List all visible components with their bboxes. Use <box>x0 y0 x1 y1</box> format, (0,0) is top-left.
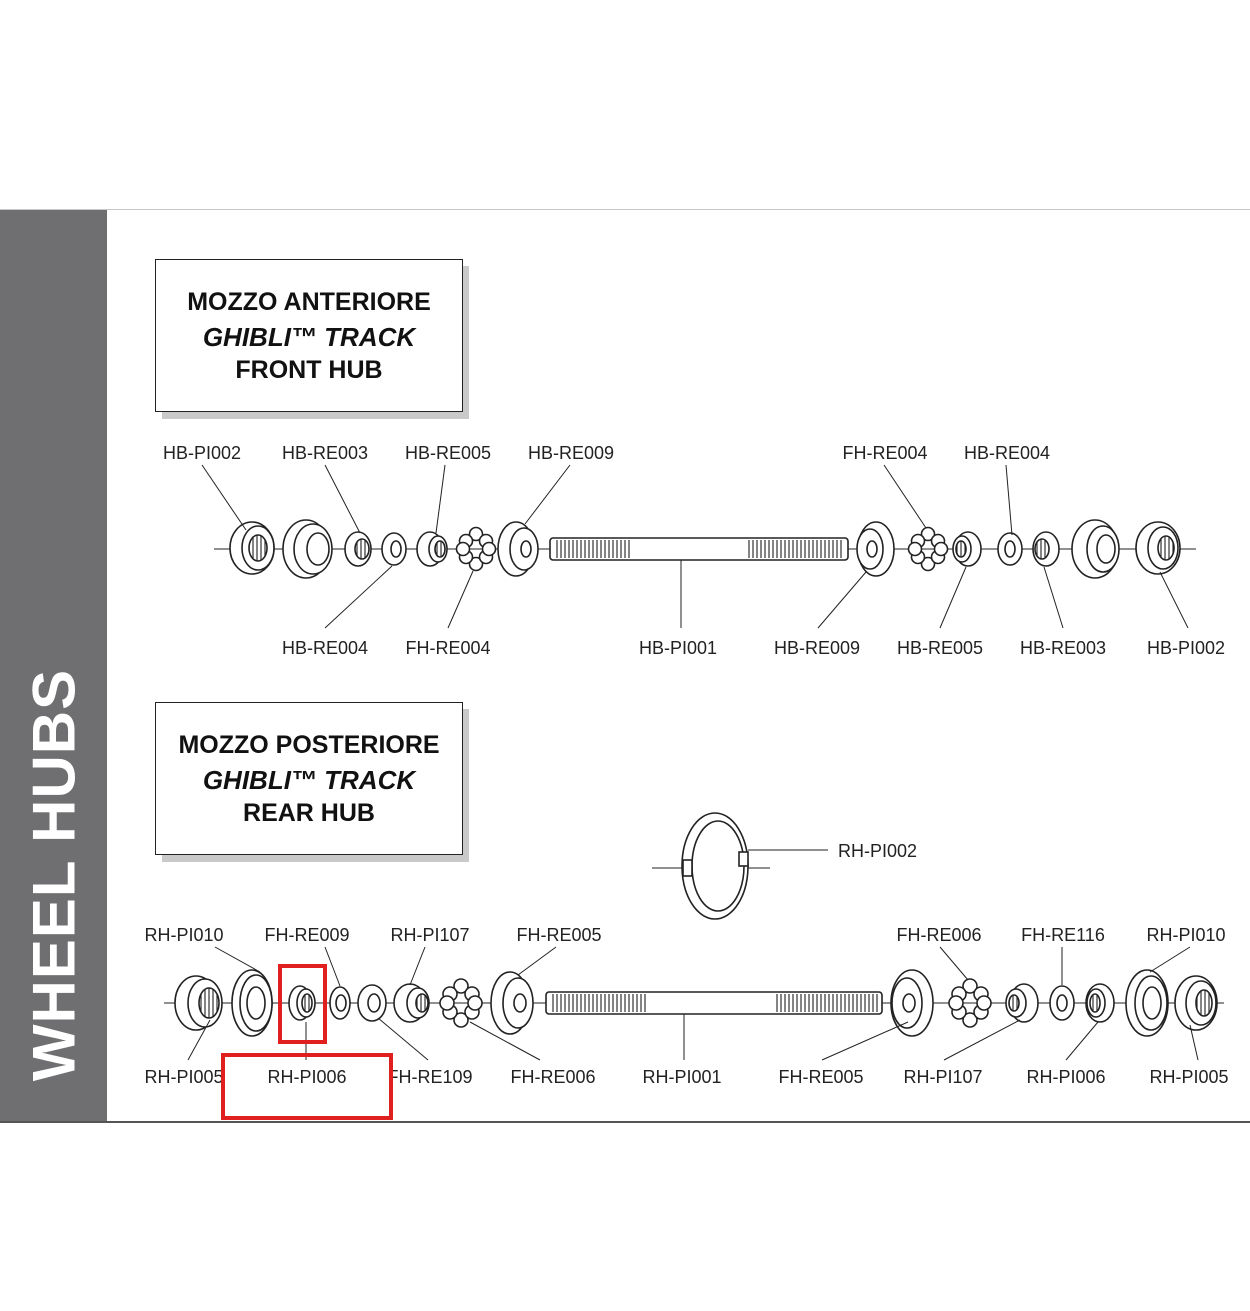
front-hub-title-model: GHIBLI™ TRACK <box>202 322 416 352</box>
rear-hub-title-it: MOZZO POSTERIORE <box>178 731 440 759</box>
front-left-locknut-small <box>344 531 372 567</box>
front-right-locknut-small <box>1032 531 1060 567</box>
rear-label-ring: RH-PI002 <box>838 841 917 861</box>
front-hub-assembly <box>214 519 1196 579</box>
front-label-top-6: HB-RE004 <box>964 443 1050 463</box>
rear-label-top-1: RH-PI010 <box>144 925 223 945</box>
front-right-ball-bearing <box>907 526 949 572</box>
rear-right-cup <box>890 969 934 1037</box>
front-right-cone-seal <box>1071 519 1120 579</box>
rear-label-bot-7: RH-PI107 <box>903 1067 982 1087</box>
rear-label-bot-2: RH-PI006 <box>267 1067 346 1087</box>
highlight-label-box <box>221 1053 393 1120</box>
bottom-rule <box>0 1121 1250 1123</box>
rear-left-cup <box>490 971 534 1035</box>
rear-lockring <box>652 812 770 920</box>
rear-left-ball-bearing <box>439 978 483 1028</box>
rear-right-spacer-nut <box>1085 983 1115 1023</box>
top-rule <box>0 209 1250 210</box>
front-left-cup <box>497 521 539 577</box>
rear-label-top-4: FH-RE005 <box>516 925 601 945</box>
rear-right-locknut <box>1174 975 1218 1031</box>
front-label-top-4: HB-RE009 <box>528 443 614 463</box>
front-label-top-1: HB-PI002 <box>163 443 241 463</box>
rear-label-bot-3: FH-RE109 <box>387 1067 472 1087</box>
front-hub-title-box: MOZZO ANTERIORE GHIBLI™ TRACK FRONT HUB <box>155 259 463 412</box>
rear-leader-lines <box>187 946 1199 1061</box>
rear-label-top-5: FH-RE006 <box>896 925 981 945</box>
rear-part-labels: RH-PI010 FH-RE009 RH-PI107 FH-RE005 FH-R… <box>144 925 1228 1087</box>
rear-left-dust-cap <box>231 969 273 1037</box>
rear-label-bot-9: RH-PI005 <box>1149 1067 1228 1087</box>
rear-label-top-2: FH-RE009 <box>264 925 349 945</box>
front-left-locknut <box>229 521 275 575</box>
front-left-ball-bearing <box>455 526 497 572</box>
front-left-washer <box>381 532 407 566</box>
rear-hub-assembly <box>164 969 1224 1037</box>
highlight-part-box <box>278 964 327 1044</box>
front-label-top-2: HB-RE003 <box>282 443 368 463</box>
front-left-cone-seal <box>282 519 333 579</box>
front-label-bot-1: HB-RE004 <box>282 638 368 658</box>
front-label-bot-4: HB-RE009 <box>774 638 860 658</box>
rear-hub-title-box: MOZZO POSTERIORE GHIBLI™ TRACK REAR HUB <box>155 702 463 855</box>
rear-label-top-7: RH-PI010 <box>1146 925 1225 945</box>
front-label-top-5: FH-RE004 <box>842 443 927 463</box>
front-right-cone <box>952 531 982 567</box>
rear-label-bot-4: FH-RE006 <box>510 1067 595 1087</box>
front-leader-lines <box>201 464 1189 629</box>
rear-label-bot-6: FH-RE005 <box>778 1067 863 1087</box>
rear-left-washer-a <box>329 986 351 1020</box>
front-label-bot-5: HB-RE005 <box>897 638 983 658</box>
front-axle <box>549 537 849 561</box>
rear-label-top-6: FH-RE116 <box>1021 925 1105 945</box>
rear-label-top-3: RH-PI107 <box>390 925 469 945</box>
front-label-bot-6: HB-RE003 <box>1020 638 1106 658</box>
front-hub-title-it: MOZZO ANTERIORE <box>187 288 431 316</box>
rear-label-bot-1: RH-PI005 <box>144 1067 223 1087</box>
rear-right-cone <box>1005 983 1039 1023</box>
page-number: 98 <box>36 1284 62 1310</box>
rear-right-dust-cap <box>1125 969 1169 1037</box>
front-hub-title-en: FRONT HUB <box>235 356 383 384</box>
rear-hub-title-model: GHIBLI™ TRACK <box>202 765 416 795</box>
front-left-cone <box>416 531 448 567</box>
front-label-bot-2: FH-RE004 <box>405 638 490 658</box>
front-label-top-3: HB-RE005 <box>405 443 491 463</box>
rear-right-ball-bearing <box>948 978 992 1028</box>
front-label-bot-3: HB-PI001 <box>639 638 717 658</box>
rear-left-washer-b <box>357 984 387 1022</box>
front-label-bot-7: HB-PI002 <box>1147 638 1225 658</box>
front-part-labels: HB-PI002 HB-RE003 HB-RE005 HB-RE009 FH-R… <box>163 443 1225 658</box>
rear-axle <box>545 991 883 1015</box>
rear-label-bot-5: RH-PI001 <box>642 1067 721 1087</box>
front-right-cup <box>856 521 895 577</box>
rear-hub-title-en: REAR HUB <box>243 799 375 827</box>
front-right-locknut <box>1135 521 1181 575</box>
front-right-washer <box>997 532 1023 566</box>
rear-left-locknut <box>174 975 223 1031</box>
exploded-hub-diagram: HB-PI002 HB-RE003 HB-RE005 HB-RE009 FH-R… <box>144 443 1228 1087</box>
rear-label-bot-8: RH-PI006 <box>1026 1067 1105 1087</box>
rear-left-spacer-nut <box>288 985 316 1021</box>
rear-left-cone <box>393 983 430 1023</box>
rear-right-washer <box>1049 985 1075 1021</box>
